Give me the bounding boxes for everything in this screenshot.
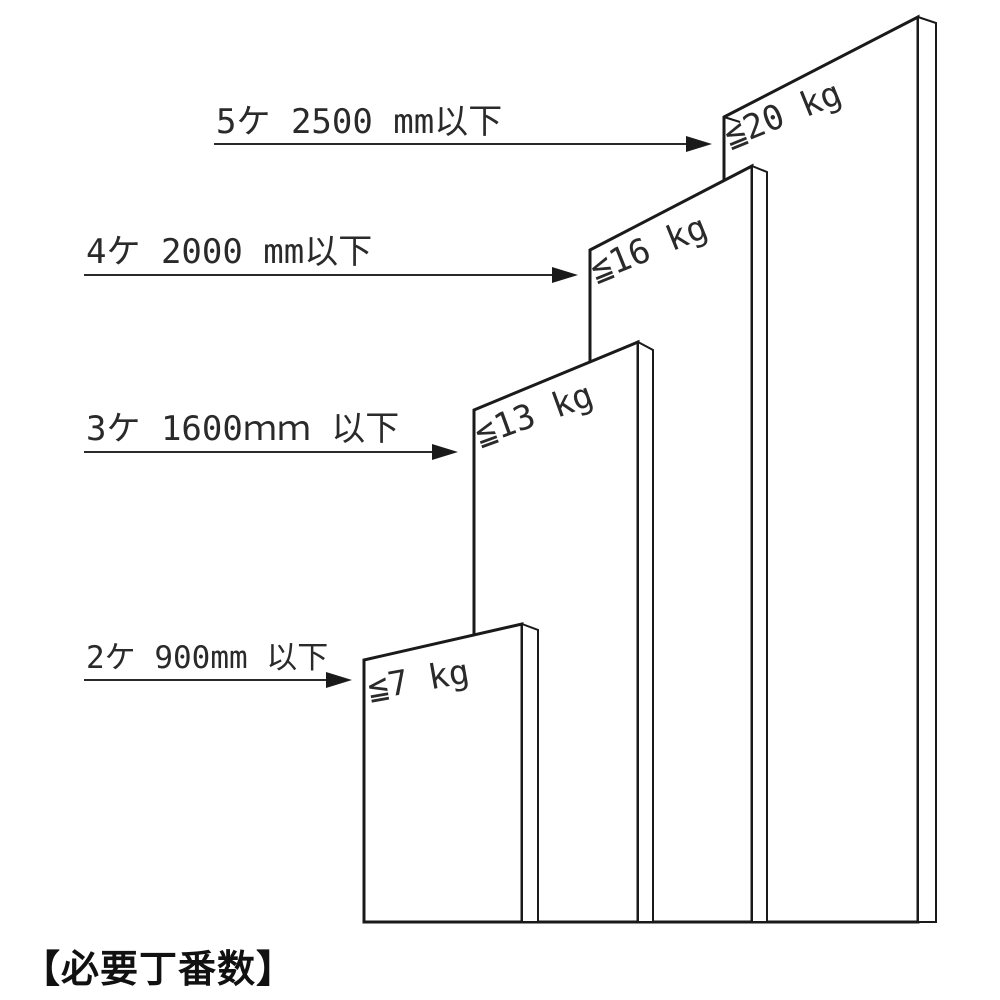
arrow-head-icon — [326, 672, 352, 688]
arrow-head-icon — [686, 136, 712, 152]
section-caption: 【必要丁番数】 — [22, 947, 296, 991]
arrow-head-icon — [552, 267, 578, 283]
tier-label-900: 2ケ 900mm 以下 — [86, 640, 328, 676]
door-panel-2500 — [722, 14, 937, 924]
tier-label-2500: 5ケ 2500 mm以下 — [216, 102, 502, 142]
tier-label-2000: 4ケ 2000 mm以下 — [86, 232, 372, 272]
door-panel-900 — [362, 622, 539, 924]
tier-label-1600: 3ケ 1600ｍｍ 以下 — [86, 409, 399, 449]
arrow-head-icon — [432, 444, 458, 460]
